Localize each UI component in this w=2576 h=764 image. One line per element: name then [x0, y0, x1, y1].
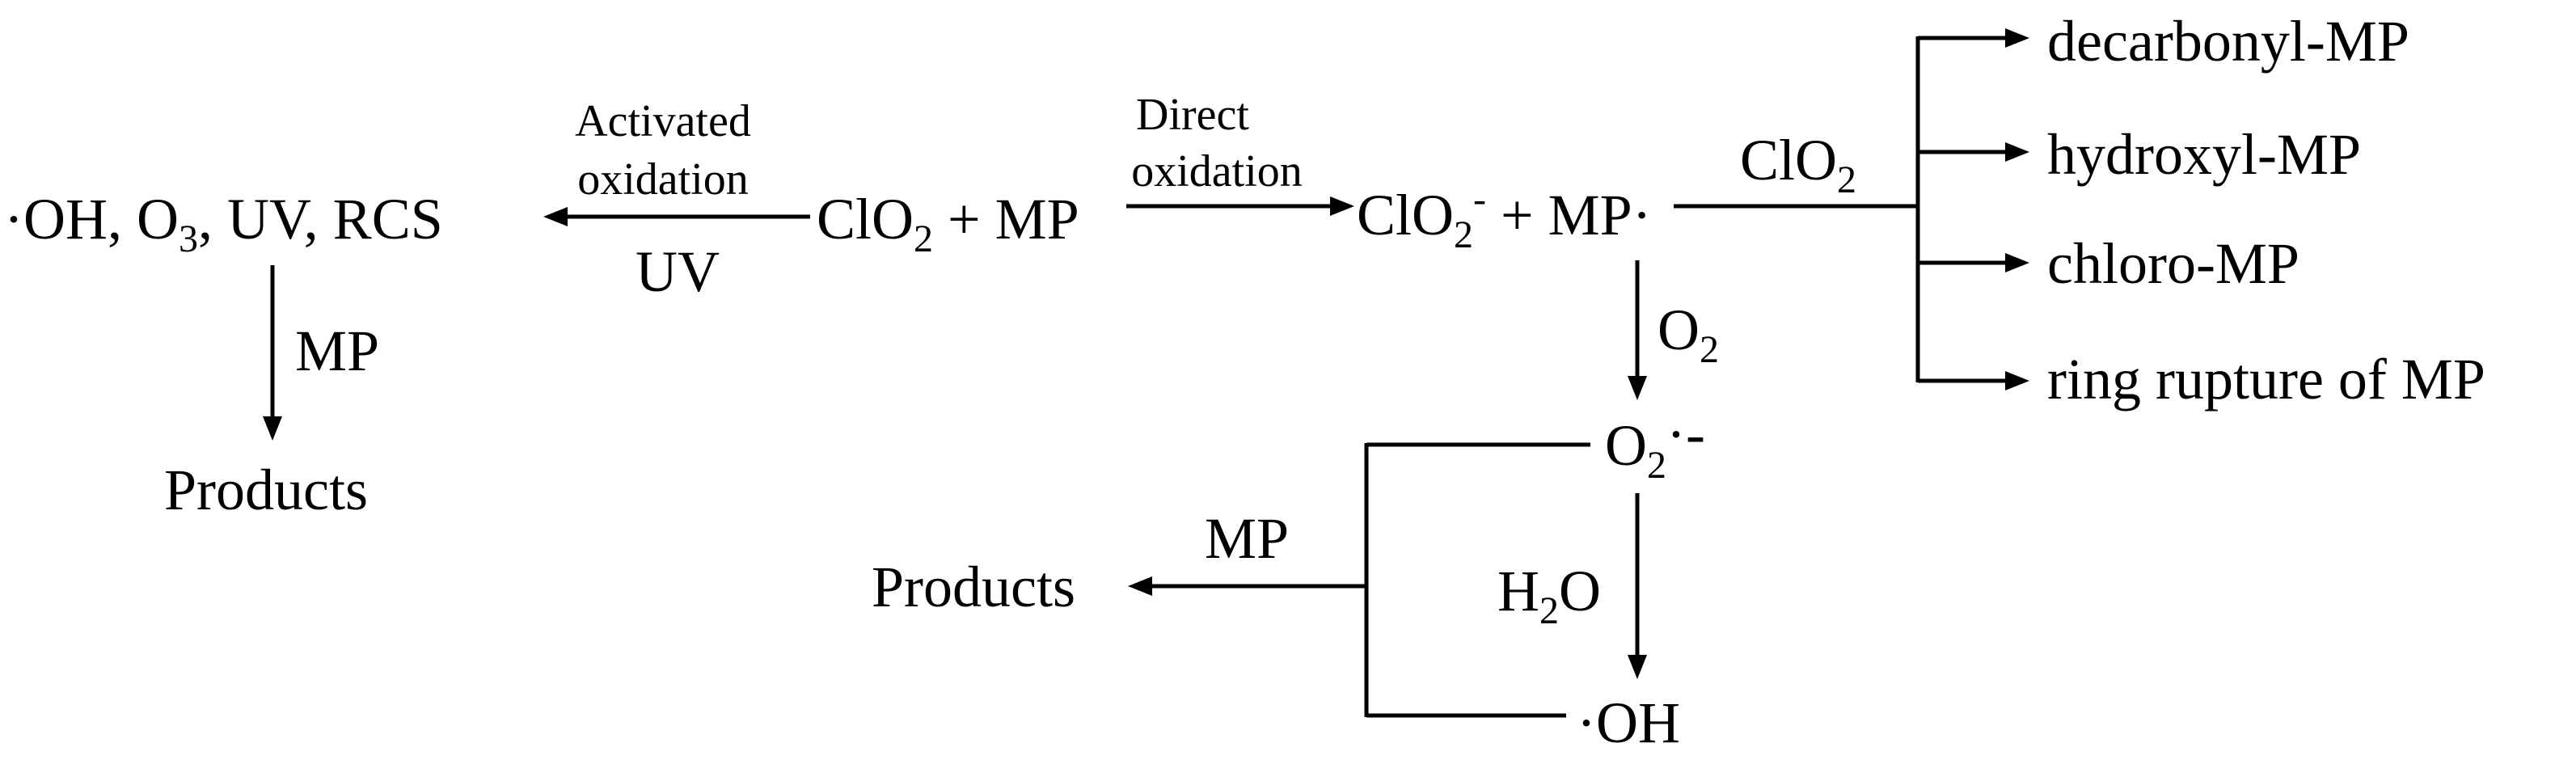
- water-reagent-label: H2O: [1497, 559, 1601, 632]
- product-decarbonyl-mp: decarbonyl-MP: [2047, 9, 2409, 74]
- mp-to-products-bottom-arrow: [1128, 576, 1366, 596]
- h2o-down-arrow: [1628, 493, 1647, 679]
- product-ring-rupture-mp: ring rupture of MP: [2047, 347, 2485, 412]
- reactants-clo2-mp: ClO2 + MP: [817, 187, 1079, 260]
- activated-oxidation-label-line1: Activated: [575, 96, 751, 146]
- products-left: Products: [164, 458, 368, 522]
- mp-reagent-label-left: MP: [295, 319, 379, 383]
- o2-reagent-label: O2: [1658, 298, 1719, 371]
- activated-oxidation-label-line2: oxidation: [577, 154, 749, 205]
- hydroxyl-radical: ·OH: [1577, 690, 1680, 755]
- chlorite-and-mp-radical: ClO2- + MP·: [1357, 178, 1652, 256]
- uv-label: UV: [636, 239, 720, 304]
- o2-down-arrow: [1628, 260, 1647, 400]
- activated-species-list: ·OH, O3, UV, RCS: [4, 187, 443, 260]
- direct-oxidation-label-line2: oxidation: [1131, 146, 1303, 196]
- arrow-to-hydroxyl-mp: [1918, 142, 2029, 162]
- superoxide-radical: O2·-: [1605, 402, 1705, 487]
- direct-oxidation-arrow: [1126, 196, 1354, 216]
- arrow-to-ring-rupture-mp: [1918, 371, 2029, 390]
- direct-oxidation-label-line1: Direct: [1136, 90, 1249, 140]
- product-chloro-mp: chloro-MP: [2047, 231, 2299, 296]
- product-hydroxyl-mp: hydroxyl-MP: [2047, 122, 2361, 187]
- arrow-to-decarbonyl-mp: [1918, 28, 2029, 48]
- activated-oxidation-arrow: [543, 207, 810, 226]
- mp-to-products-left-arrow: [263, 265, 282, 441]
- clo2-branch-label: ClO2: [1740, 128, 1856, 201]
- products-bottom: Products: [872, 555, 1075, 619]
- arrow-to-chloro-mp: [1918, 253, 2029, 272]
- mp-reagent-label-bottom: MP: [1205, 506, 1289, 571]
